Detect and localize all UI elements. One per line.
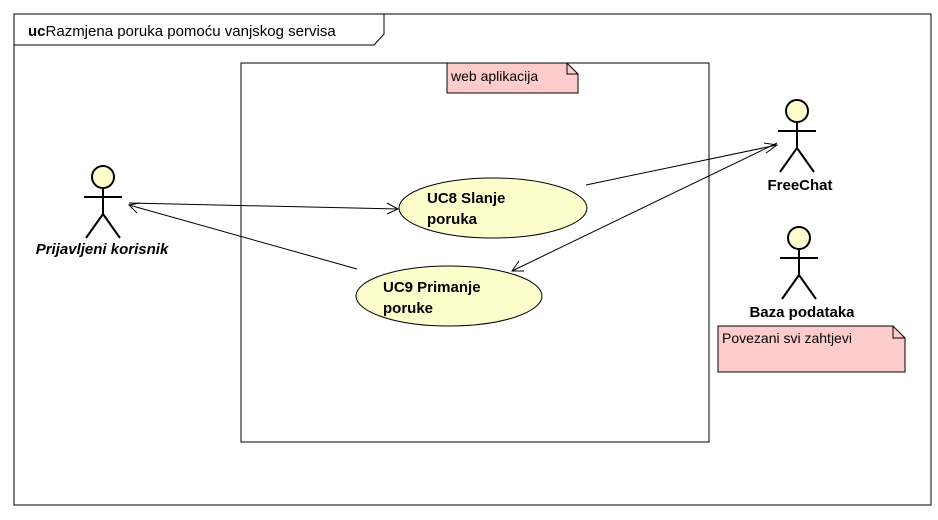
usecase-uc9-line2: poruke <box>383 300 433 317</box>
usecase-uc9-line1: UC9 Primanje <box>383 279 481 296</box>
association-uc8-freechat <box>585 144 778 186</box>
arrowhead-uc8 <box>386 202 400 215</box>
actor-prijavljeni-label: Prijavljeni korisnik <box>36 241 169 258</box>
system-boundary[interactable] <box>240 62 710 443</box>
note-povezani-svi-zahtjevi[interactable]: Povezani svi zahtjevi <box>717 325 906 373</box>
association-freechat-uc9 <box>511 142 778 272</box>
actor-baza-podataka[interactable]: Baza podataka <box>749 226 855 321</box>
arrowhead-prijavljeni <box>127 202 141 214</box>
note-povezani-text: Povezani svi zahtjevi <box>722 330 852 346</box>
note-web-aplikacija[interactable]: web aplikacija <box>446 62 579 94</box>
actor-prijavljeni-korisnik[interactable]: Prijavljeni korisnik <box>36 165 169 258</box>
arrowhead-freechat-a <box>763 142 779 154</box>
connectors <box>127 142 779 272</box>
actor-figure-icon <box>780 226 818 300</box>
association-uc9-prijavljeni <box>128 204 358 270</box>
usecase-uc8[interactable]: UC8 Slanje poruka <box>398 177 588 239</box>
usecase-uc8-line1: UC8 Slanje <box>427 190 505 207</box>
actor-freechat-label: FreeChat <box>767 177 832 194</box>
actor-figure-icon <box>778 99 816 173</box>
actor-baza-label: Baza podataka <box>749 304 855 321</box>
arrowhead-uc9 <box>511 260 524 272</box>
usecase-uc9[interactable]: UC9 Primanje poruke <box>355 265 543 327</box>
association-prijavljeni-uc8 <box>128 202 398 210</box>
usecase-uc8-line2: poruka <box>427 211 478 228</box>
frame-title: ucRazmjena poruka pomoću vanjskog servis… <box>28 23 336 40</box>
actor-freechat[interactable]: FreeChat <box>767 99 833 194</box>
actor-figure-icon <box>84 165 122 239</box>
note-web-aplikacija-text: web aplikacija <box>450 68 538 84</box>
